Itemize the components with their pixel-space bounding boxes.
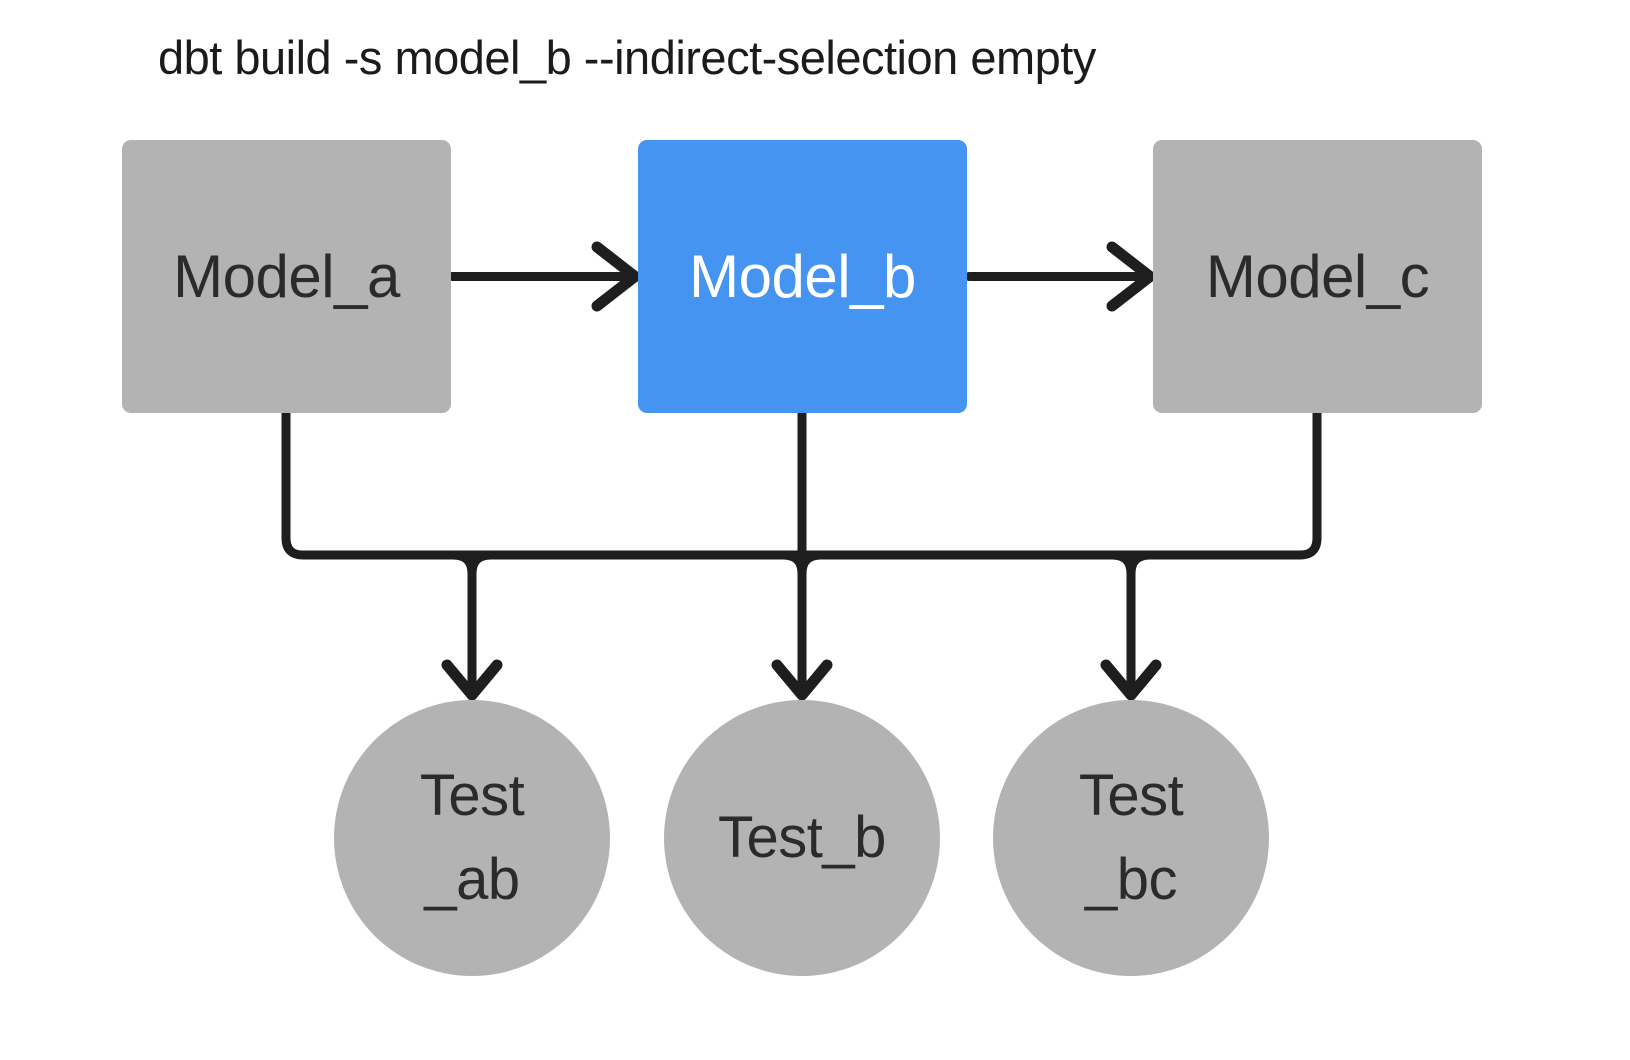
edge-to-test-bc [1100,565,1162,701]
edge-to-test-ab [441,565,503,701]
test-ab-label-line2: _ab [424,847,520,912]
model-a-label: Model_a [173,243,400,310]
test-ab-label-line1: Test [419,762,525,828]
test-b-label-line1: Test_b [718,804,886,870]
test-bc-label-line2: _bc [1084,847,1178,912]
test-ab-node: Test _ab [334,700,610,976]
command-title: dbt build -s model_b --indirect-selectio… [158,31,1096,84]
edge-model-b-to-model-c [964,241,1156,312]
model-b-label: Model_b [689,243,916,310]
model-b-node: Model_b [638,140,967,413]
test-bc-label-line1: Test [1078,762,1184,828]
model-c-label: Model_c [1205,243,1430,310]
edge-to-test-b [771,408,833,701]
test-b-node: Test_b [664,700,940,976]
model-c-node: Model_c [1153,140,1482,413]
test-bc-node: Test _bc [993,700,1269,976]
model-a-node: Model_a [122,140,451,413]
edge-model-a-to-model-b [447,241,641,312]
